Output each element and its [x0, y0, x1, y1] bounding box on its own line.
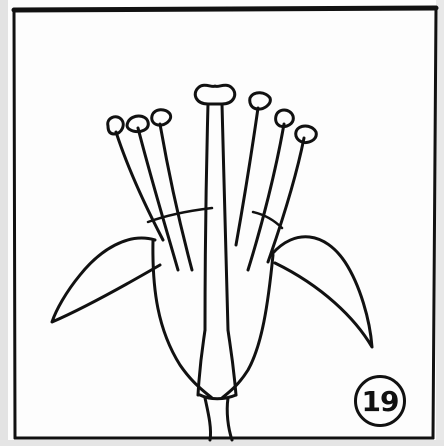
figure-number-badge: 19 [354, 375, 406, 427]
scan-bottom-edge [0, 440, 444, 446]
frame-top-line [14, 8, 436, 10]
scan-right-edge [436, 0, 444, 446]
frame-left-line [14, 10, 15, 438]
scan-left-edge [0, 0, 8, 446]
